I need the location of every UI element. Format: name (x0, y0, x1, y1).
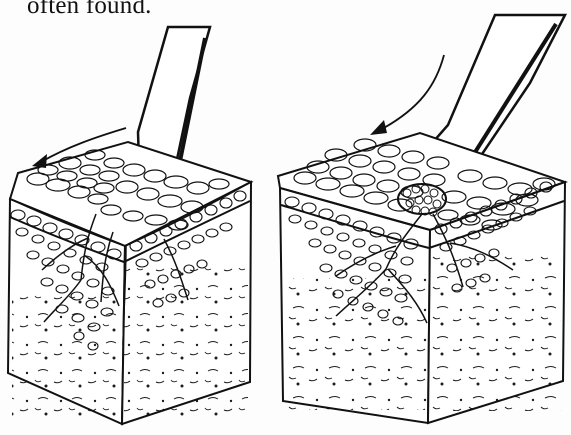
right-arrow-icon (382, 55, 444, 129)
left-tissue-block (8, 27, 251, 424)
right-tissue-block (278, 15, 565, 423)
